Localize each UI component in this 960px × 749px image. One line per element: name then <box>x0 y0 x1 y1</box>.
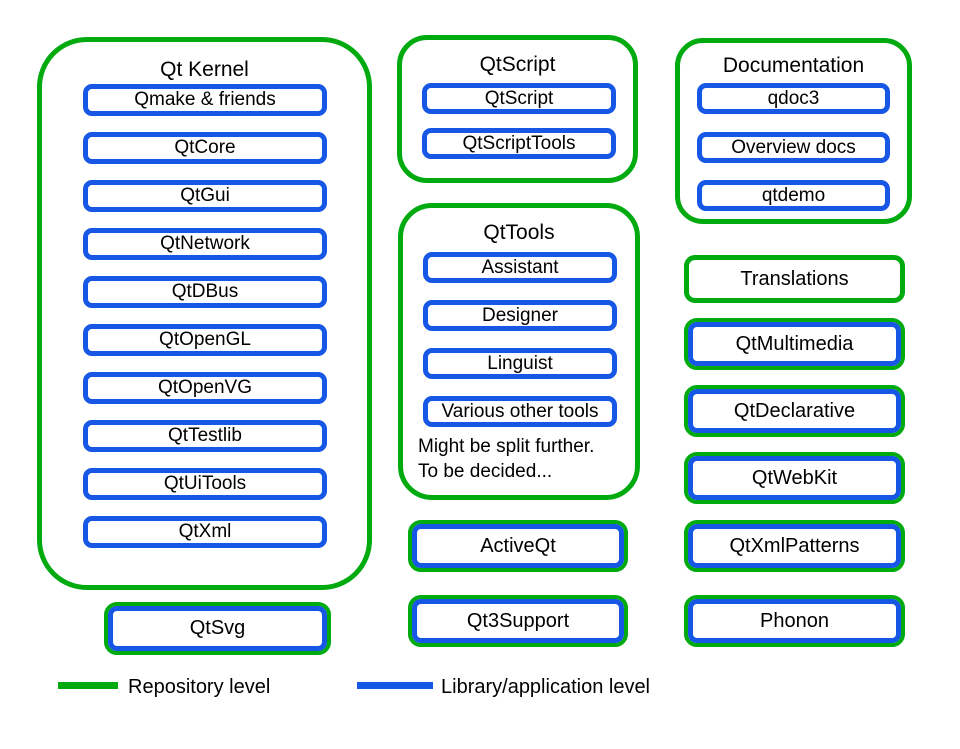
module-box-qtxmlpatterns: QtXmlPatterns <box>684 520 905 572</box>
module-box-qtscript: QtScript <box>422 83 616 114</box>
module-box-qtsvg-label: QtSvg <box>108 606 327 651</box>
module-box-assistant: Assistant <box>423 252 617 283</box>
module-box-qtxmlpatterns-label: QtXmlPatterns <box>688 524 901 568</box>
group-qtscript: QtScript QtScript QtScriptTools <box>397 35 638 183</box>
qttools-note: Might be split further. To be decided... <box>418 434 594 484</box>
module-box-qtopenvg: QtOpenVG <box>83 372 327 404</box>
repository-level-swatch <box>58 682 118 689</box>
group-documentation: Documentation qdoc3 Overview docs qtdemo <box>675 38 912 224</box>
module-box-qtdeclarative-label: QtDeclarative <box>688 389 901 433</box>
module-box-qmake-and-friends: Qmake & friends <box>83 84 327 116</box>
module-box-linguist: Linguist <box>423 348 617 379</box>
group-qt-kernel-title: Qt Kernel <box>160 58 249 81</box>
module-box-qtnetwork: QtNetwork <box>83 228 327 260</box>
library-level-label: Library/application level <box>441 676 651 698</box>
module-box-qtgui: QtGui <box>83 180 327 212</box>
group-documentation-title: Documentation <box>722 54 865 77</box>
qttools-note-line2: To be decided... <box>418 461 553 482</box>
module-box-qttestlib: QtTestlib <box>83 420 327 452</box>
module-box-qtscripttools: QtScriptTools <box>422 128 616 159</box>
group-qttools-title: QtTools <box>483 221 555 244</box>
module-box-phonon: Phonon <box>684 595 905 647</box>
module-box-qtdemo: qtdemo <box>697 180 890 211</box>
module-box-qtwebkit: QtWebKit <box>684 452 905 504</box>
module-box-qtuitools: QtUiTools <box>83 468 327 500</box>
module-box-qtdbus: QtDBus <box>83 276 327 308</box>
module-box-qt3support: Qt3Support <box>408 595 628 647</box>
group-qttools: QtTools Assistant Designer Linguist Vari… <box>398 203 640 500</box>
module-box-overview-docs: Overview docs <box>697 132 890 163</box>
module-box-various-other-tools: Various other tools <box>423 396 617 427</box>
module-box-translations: Translations <box>684 255 905 303</box>
module-box-phonon-label: Phonon <box>688 599 901 643</box>
module-box-qtsvg: QtSvg <box>104 602 331 655</box>
module-box-qtxml: QtXml <box>83 516 327 548</box>
module-box-qtwebkit-label: QtWebKit <box>688 456 901 500</box>
repository-level-label: Repository level <box>128 676 271 698</box>
module-box-qt3support-label: Qt3Support <box>412 599 624 643</box>
module-box-qdoc3: qdoc3 <box>697 83 890 114</box>
group-qtscript-title: QtScript <box>479 53 556 76</box>
module-box-qtcore: QtCore <box>83 132 327 164</box>
module-box-activeqt-label: ActiveQt <box>412 524 624 568</box>
module-box-qtmultimedia-label: QtMultimedia <box>688 322 901 366</box>
qttools-note-line1: Might be split further. <box>418 436 595 457</box>
module-box-activeqt: ActiveQt <box>408 520 628 572</box>
module-box-qtmultimedia: QtMultimedia <box>684 318 905 370</box>
module-box-qtdeclarative: QtDeclarative <box>684 385 905 437</box>
module-box-designer: Designer <box>423 300 617 331</box>
library-level-swatch <box>357 682 433 689</box>
group-qt-kernel: Qt Kernel Qmake & friends QtCore QtGui Q… <box>37 37 372 590</box>
module-box-qtopengl: QtOpenGL <box>83 324 327 356</box>
